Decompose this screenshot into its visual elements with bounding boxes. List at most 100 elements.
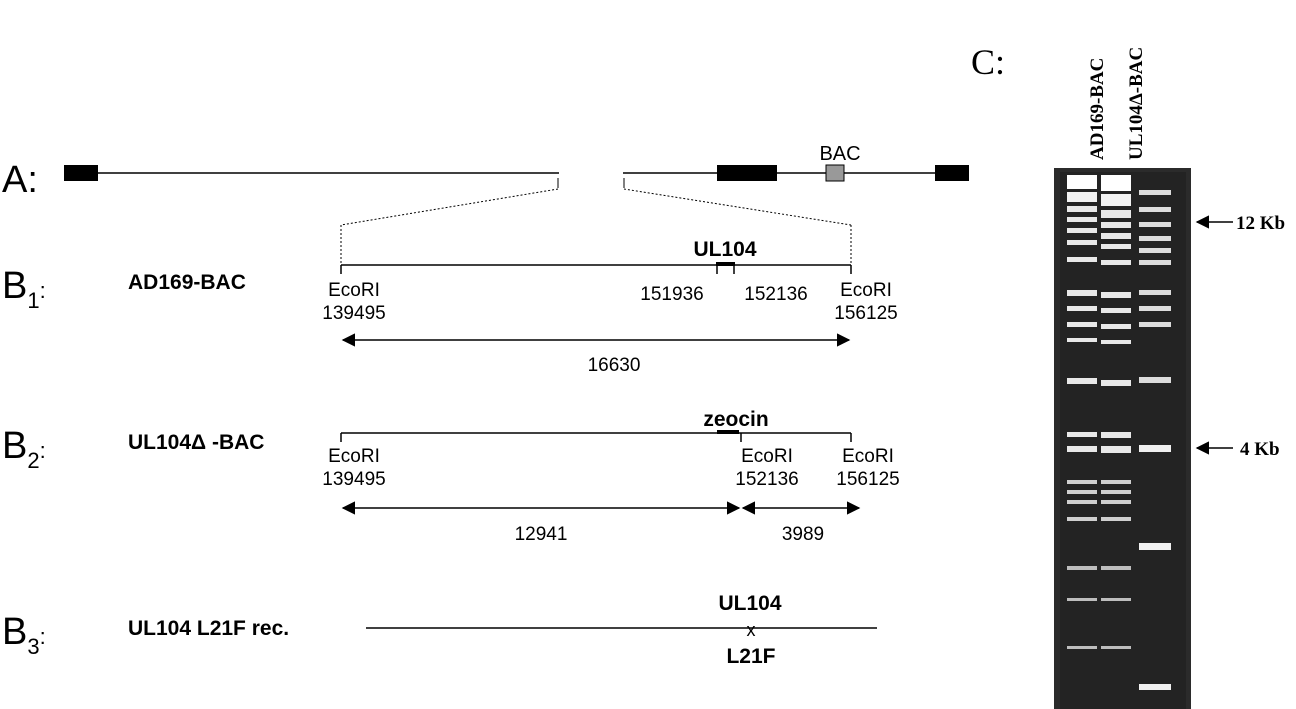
genome-block-1 [64,165,98,181]
panel-a: A: BAC [2,143,969,265]
b1-fragment-size: 16630 [588,355,641,376]
gel-lane-2 [1101,175,1131,649]
marker-4kb-label: 4 Kb [1240,439,1280,460]
band [1067,217,1097,222]
band [1139,236,1171,241]
b1-gene-label: UL104 [693,238,756,261]
band [1101,380,1131,386]
band [1067,338,1097,342]
band [1101,194,1131,206]
b1-right-pos: 156125 [834,303,897,324]
band [1139,322,1171,327]
gel-lane-1 [1067,175,1097,649]
panel-b2: B2: UL104Δ -BAC zeocin EcoRI 139495 EcoR… [2,408,900,545]
band [1067,566,1097,570]
band [1067,192,1097,202]
b3-mutation-label: L21F [726,645,775,668]
genome-block-3 [935,165,969,181]
band [1101,222,1131,228]
b3-gene-label: UL104 [718,592,781,615]
b2-right-pos: 156125 [836,469,899,490]
panel-b2-label: B2: [2,425,46,473]
b1-right-site: EcoRI [840,280,892,301]
b3-mutation-mark: x [747,620,756,640]
band [1067,206,1097,212]
band [1139,290,1171,295]
b3-construct: UL104 L21F rec. [128,617,289,640]
band [1139,222,1171,227]
band [1101,517,1131,521]
band [1101,308,1131,313]
zoom-line-right [623,188,852,226]
panel-c-label: C: [971,42,1005,82]
bac-block [825,164,845,182]
band [1067,290,1097,296]
band [1101,490,1131,494]
b2-mid-site: EcoRI [741,446,793,467]
b2-left-pos: 139495 [322,469,385,490]
b2-right-fragment-size: 3989 [782,524,824,545]
b2-construct: UL104Δ -BAC [128,431,264,454]
panel-b1: B1: AD169-BAC UL104 EcoRI 139495 151936 … [2,238,898,376]
lane-label-2: UL104Δ-BAC [1126,47,1147,160]
band [1067,240,1097,245]
band [1067,432,1097,437]
b1-gene-block [716,262,735,266]
b1-construct: AD169-BAC [128,271,246,294]
band [1139,306,1171,311]
band [1139,190,1171,195]
b2-left-fragment-size: 12941 [515,524,568,545]
band [1101,340,1131,344]
panel-b3: B3: UL104 L21F rec. UL104 x L21F [2,592,877,668]
band [1101,260,1131,265]
band [1101,432,1131,438]
band [1067,517,1097,521]
panel-c: C: AD169-BAC UL104Δ-BAC [971,42,1285,709]
band [1139,543,1171,550]
band [1067,228,1097,233]
band [1101,292,1131,298]
band [1101,175,1131,191]
band [1139,260,1171,265]
b1-gene-end: 152136 [744,284,807,305]
band [1067,500,1097,504]
b1-gene-start: 151936 [640,284,703,305]
band [1101,446,1131,453]
band [1101,324,1131,329]
band [1139,684,1171,690]
band [1101,500,1131,504]
marker-12kb-label: 12 Kb [1236,213,1285,234]
zoom-gap [559,170,623,176]
band [1101,244,1131,249]
zoom-line-left [340,188,559,226]
genome-block-2 [717,165,777,181]
bac-label: BAC [819,143,860,165]
band [1067,490,1097,494]
band [1067,378,1097,384]
b2-cassette-label: zeocin [703,408,768,431]
band [1067,257,1097,262]
band [1067,306,1097,311]
band [1139,207,1171,212]
band [1067,175,1097,189]
panel-b3-label: B3: [2,611,46,659]
band [1101,480,1131,484]
band [1101,566,1131,570]
gel-ladder [1139,190,1171,690]
band [1067,646,1097,649]
b2-mid-pos: 152136 [735,469,798,490]
band [1067,480,1097,484]
band [1139,445,1171,452]
panel-a-label: A: [2,159,38,201]
band [1101,233,1131,239]
b1-left-pos: 139495 [322,303,385,324]
band [1139,248,1171,253]
band [1101,210,1131,218]
lane-label-1: AD169-BAC [1087,58,1108,160]
band [1067,598,1097,601]
panel-b1-label: B1: [2,265,46,313]
b2-cassette-block [717,430,739,434]
b2-left-site: EcoRI [328,446,380,467]
b1-left-site: EcoRI [328,280,380,301]
